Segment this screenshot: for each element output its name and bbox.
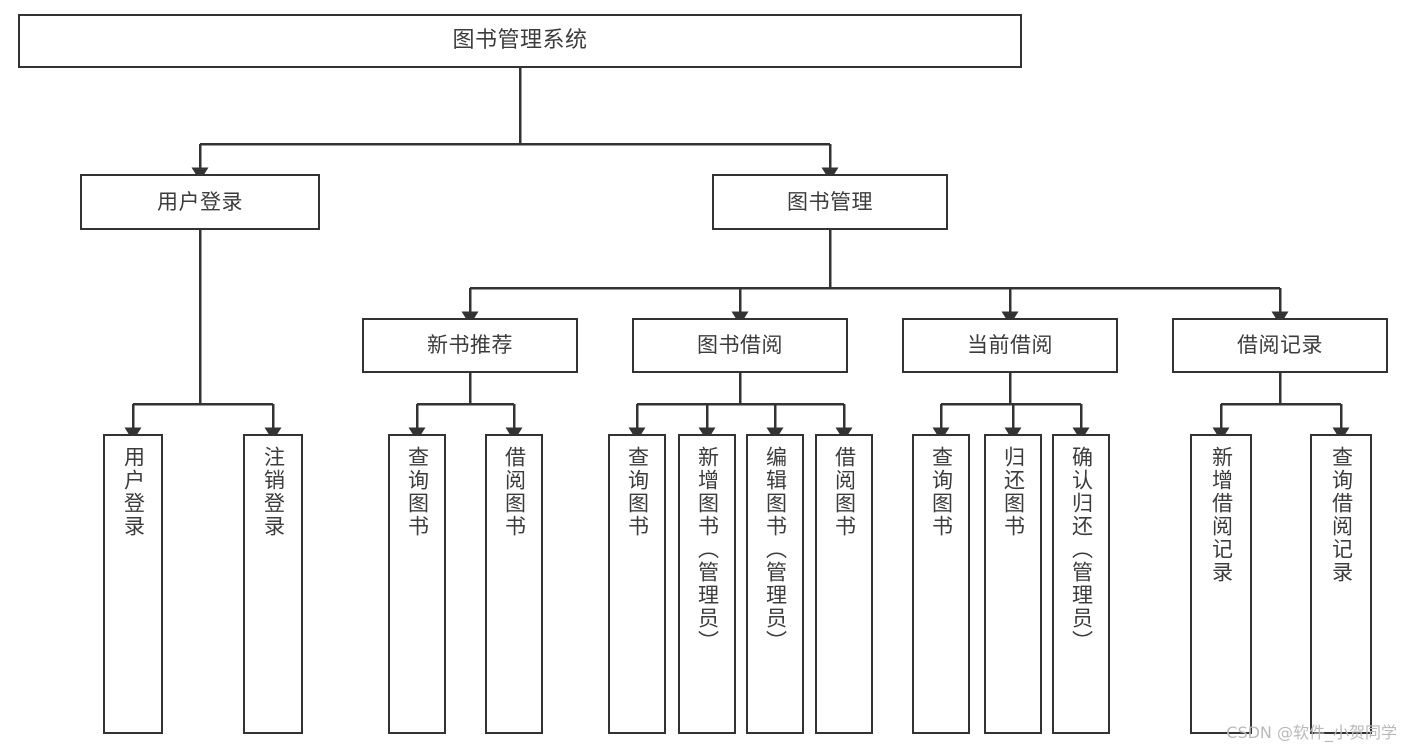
node-l_addrec[interactable]: 新增借阅记录	[1190, 434, 1252, 734]
node-l_conf[interactable]: 确认归还（管理员）	[1052, 434, 1110, 734]
node-label-book_mgmt: 图书管理	[787, 189, 873, 214]
node-label-records: 借阅记录	[1237, 333, 1323, 358]
node-root[interactable]: 图书管理系统	[18, 14, 1022, 68]
node-l_q1[interactable]: 查询图书	[388, 434, 446, 734]
node-label-l_qrec: 查询借阅记录	[1329, 446, 1354, 584]
node-l_q3[interactable]: 查询图书	[912, 434, 970, 734]
node-new_rec[interactable]: 新书推荐	[362, 318, 578, 373]
node-records[interactable]: 借阅记录	[1172, 318, 1388, 373]
node-current[interactable]: 当前借阅	[902, 318, 1118, 373]
node-label-l_add: 新增图书（管理员）	[695, 446, 720, 653]
node-label-new_rec: 新书推荐	[427, 333, 513, 358]
node-book_mgmt[interactable]: 图书管理	[712, 174, 948, 230]
node-label-borrow: 图书借阅	[697, 333, 783, 358]
node-label-l_conf: 确认归还（管理员）	[1069, 446, 1094, 653]
node-label-root: 图书管理系统	[452, 28, 588, 54]
node-label-user_login: 用户登录	[157, 189, 243, 214]
node-borrow[interactable]: 图书借阅	[632, 318, 848, 373]
node-l_add[interactable]: 新增图书（管理员）	[678, 434, 736, 734]
node-label-l_logout: 注销登录	[261, 446, 286, 538]
node-label-l_q2: 查询图书	[625, 446, 650, 538]
node-label-l_b1: 借阅图书	[502, 446, 527, 538]
node-l_b1[interactable]: 借阅图书	[485, 434, 543, 734]
node-label-l_ret: 归还图书	[1001, 446, 1026, 538]
node-l_ret[interactable]: 归还图书	[984, 434, 1042, 734]
node-label-l_b2: 借阅图书	[832, 446, 857, 538]
node-l_q2[interactable]: 查询图书	[608, 434, 666, 734]
node-label-current: 当前借阅	[967, 333, 1053, 358]
csdn-watermark: CSDN @软件_小贺同学	[1226, 723, 1397, 742]
node-label-l_addrec: 新增借阅记录	[1209, 446, 1234, 584]
node-l_login[interactable]: 用户登录	[103, 434, 163, 734]
node-l_qrec[interactable]: 查询借阅记录	[1310, 434, 1372, 734]
node-label-l_edit: 编辑图书（管理员）	[763, 446, 788, 653]
node-label-l_login: 用户登录	[121, 446, 146, 538]
node-l_edit[interactable]: 编辑图书（管理员）	[746, 434, 804, 734]
node-l_logout[interactable]: 注销登录	[243, 434, 303, 734]
node-user_login[interactable]: 用户登录	[80, 174, 320, 230]
node-label-l_q3: 查询图书	[929, 446, 954, 538]
node-l_b2[interactable]: 借阅图书	[815, 434, 873, 734]
node-label-l_q1: 查询图书	[405, 446, 430, 538]
